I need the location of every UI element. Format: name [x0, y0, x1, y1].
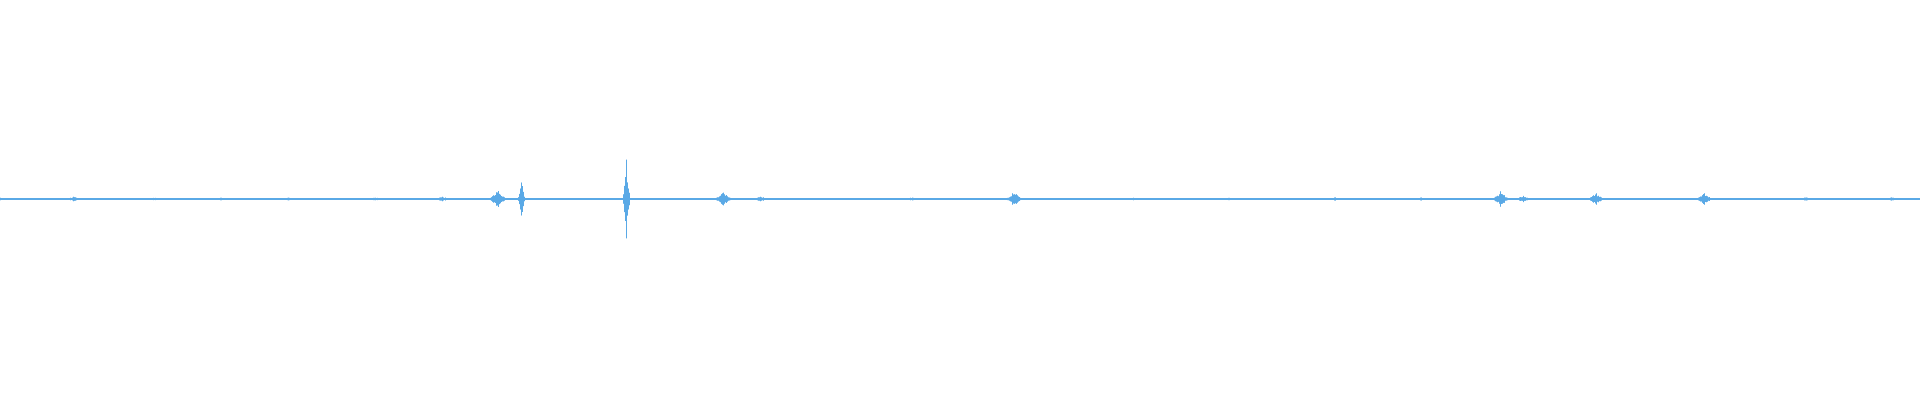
- waveform-bars: [0, 159, 1920, 239]
